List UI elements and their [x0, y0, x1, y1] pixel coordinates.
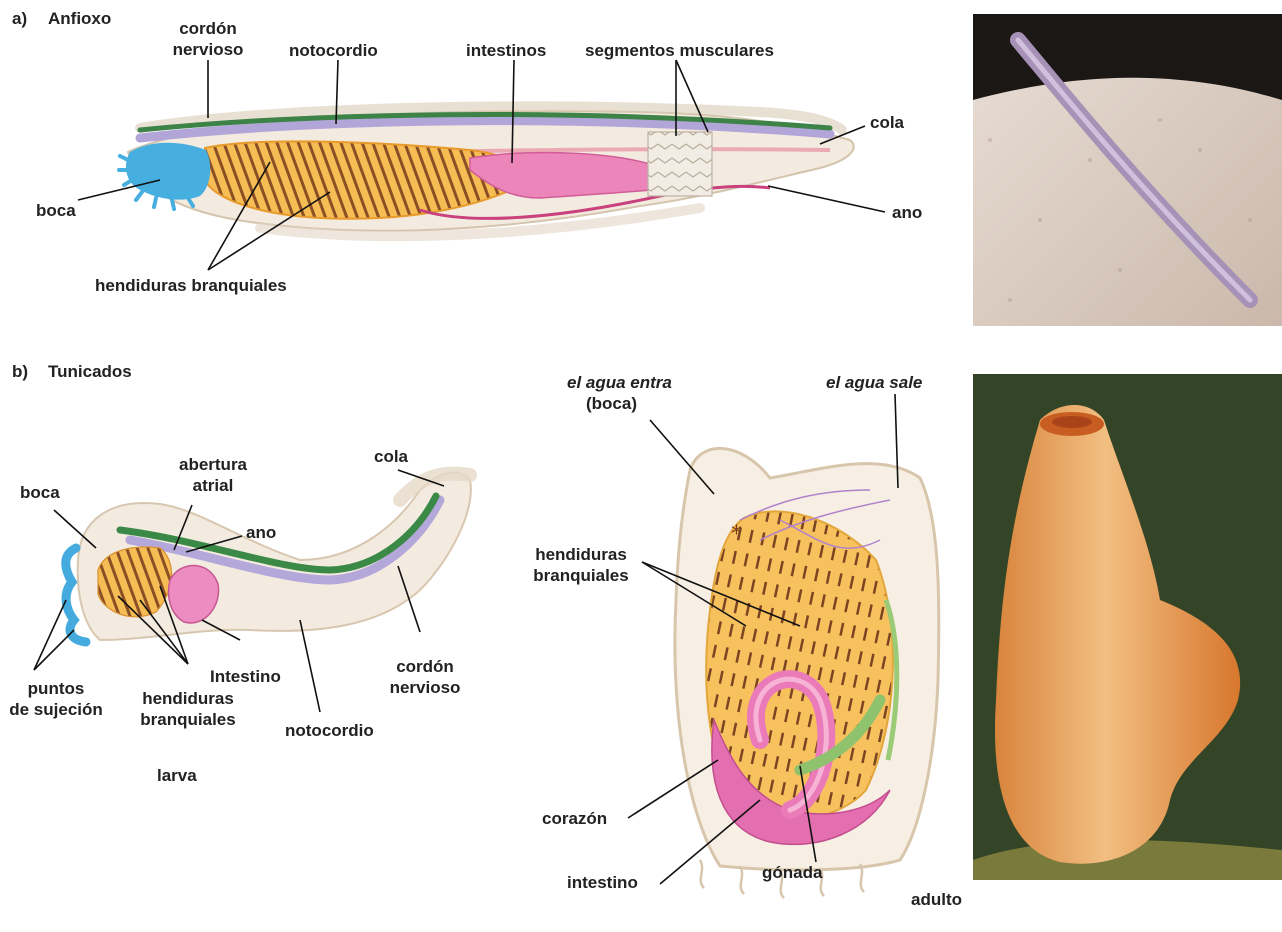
label-larva-atrial-line1: abertura — [168, 454, 258, 475]
panel-b-letter: b) — [12, 361, 28, 382]
label-larva-nerve-cord: cordón nervioso — [384, 656, 466, 698]
adult-caption: adulto — [911, 889, 962, 910]
label-adult-water-out: el agua sale — [826, 372, 922, 393]
label-adult-gill-slits: hendiduras branquiales — [524, 544, 638, 586]
label-a-muscle-segments: segmentos musculares — [585, 40, 774, 61]
label-adult-mouth: (boca) — [586, 393, 637, 414]
panel-a-letter: a) — [12, 8, 27, 29]
label-larva-adhesive-line2: de sujeción — [6, 699, 106, 720]
label-a-tail: cola — [870, 112, 904, 133]
label-larva-intestine: Intestino — [210, 666, 281, 687]
label-adult-gonad: gónada — [762, 862, 822, 883]
label-larva-anus: ano — [246, 522, 276, 543]
label-a-intestines: intestinos — [466, 40, 546, 61]
panel-b-title: Tunicados — [48, 361, 132, 382]
label-larva-nerve-cord-line2: nervioso — [384, 677, 466, 698]
label-a-nerve-cord-line2: nervioso — [160, 39, 256, 60]
label-larva-adhesive-line1: puntos — [6, 678, 106, 699]
label-adult-gill-line1: hendiduras — [524, 544, 638, 565]
label-a-notochord: notocordio — [289, 40, 378, 61]
amphioxus-drawing — [119, 106, 854, 236]
label-adult-intestine: intestino — [567, 872, 638, 893]
larva-gills — [98, 547, 172, 617]
panel-a-title: Anfioxo — [48, 8, 111, 29]
label-larva-tail: cola — [374, 446, 408, 467]
label-larva-gill-slits: hendiduras branquiales — [132, 688, 244, 730]
label-larva-nerve-cord-line1: cordón — [384, 656, 466, 677]
label-a-nerve-cord-line1: cordón — [160, 18, 256, 39]
label-larva-gill-line1: hendiduras — [132, 688, 244, 709]
label-larva-mouth: boca — [20, 482, 60, 503]
label-larva-adhesive-points: puntos de sujeción — [6, 678, 106, 720]
svg-text:*: * — [731, 522, 742, 547]
muscle-segment-block — [648, 132, 712, 196]
label-larva-atrial-opening: abertura atrial — [168, 454, 258, 496]
label-larva-notochord: notocordio — [285, 720, 374, 741]
label-larva-atrial-line2: atrial — [168, 475, 258, 496]
label-a-nerve-cord: cordón nervioso — [160, 18, 256, 60]
label-larva-gill-line2: branquiales — [132, 709, 244, 730]
label-a-gill-slits: hendiduras branquiales — [95, 275, 287, 296]
label-a-mouth: boca — [36, 200, 76, 221]
label-adult-heart: corazón — [542, 808, 607, 829]
adult-tunicate-drawing: * — [675, 448, 939, 898]
larva-caption: larva — [157, 765, 197, 786]
label-adult-water-in: el agua entra — [567, 372, 672, 393]
larva-drawing — [66, 473, 471, 642]
label-adult-gill-line2: branquiales — [524, 565, 638, 586]
sea-squirt-photo — [973, 374, 1282, 880]
label-a-anus: ano — [892, 202, 922, 223]
amphioxus-photo — [973, 14, 1282, 326]
